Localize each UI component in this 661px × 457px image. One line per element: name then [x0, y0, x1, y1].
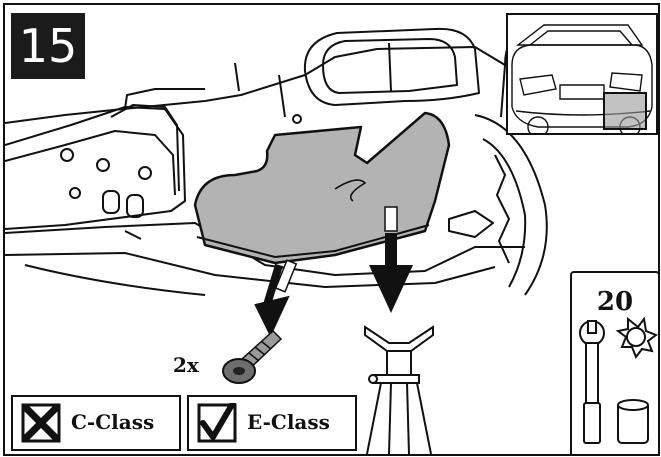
class-label: C-Class: [71, 410, 155, 434]
undertray-panel: [193, 111, 451, 265]
cross-box-icon: [21, 403, 61, 443]
car-rear-inset: [506, 13, 658, 135]
class-option-c-class: C-Class: [11, 395, 181, 451]
screw-fastener: [222, 329, 283, 384]
class-label: E-Class: [247, 410, 330, 434]
instruction-frame: 15 2x 20: [3, 3, 660, 456]
removal-arrow-left: [254, 259, 298, 338]
car-rear-view-icon: [511, 24, 653, 133]
step-number: 15: [11, 13, 85, 79]
rear-bumper-illustration: [5, 27, 548, 454]
jack-stand: [364, 325, 434, 454]
tool-box: 20: [570, 271, 658, 454]
removal-arrow-right: [369, 206, 413, 313]
check-box-icon: [197, 403, 237, 443]
torx-size: 20: [596, 287, 634, 317]
highlight-box: [603, 92, 647, 130]
torx-wrench-icon: [579, 317, 658, 444]
quantity-label: 2x: [173, 353, 199, 377]
class-option-e-class: E-Class: [187, 395, 357, 451]
